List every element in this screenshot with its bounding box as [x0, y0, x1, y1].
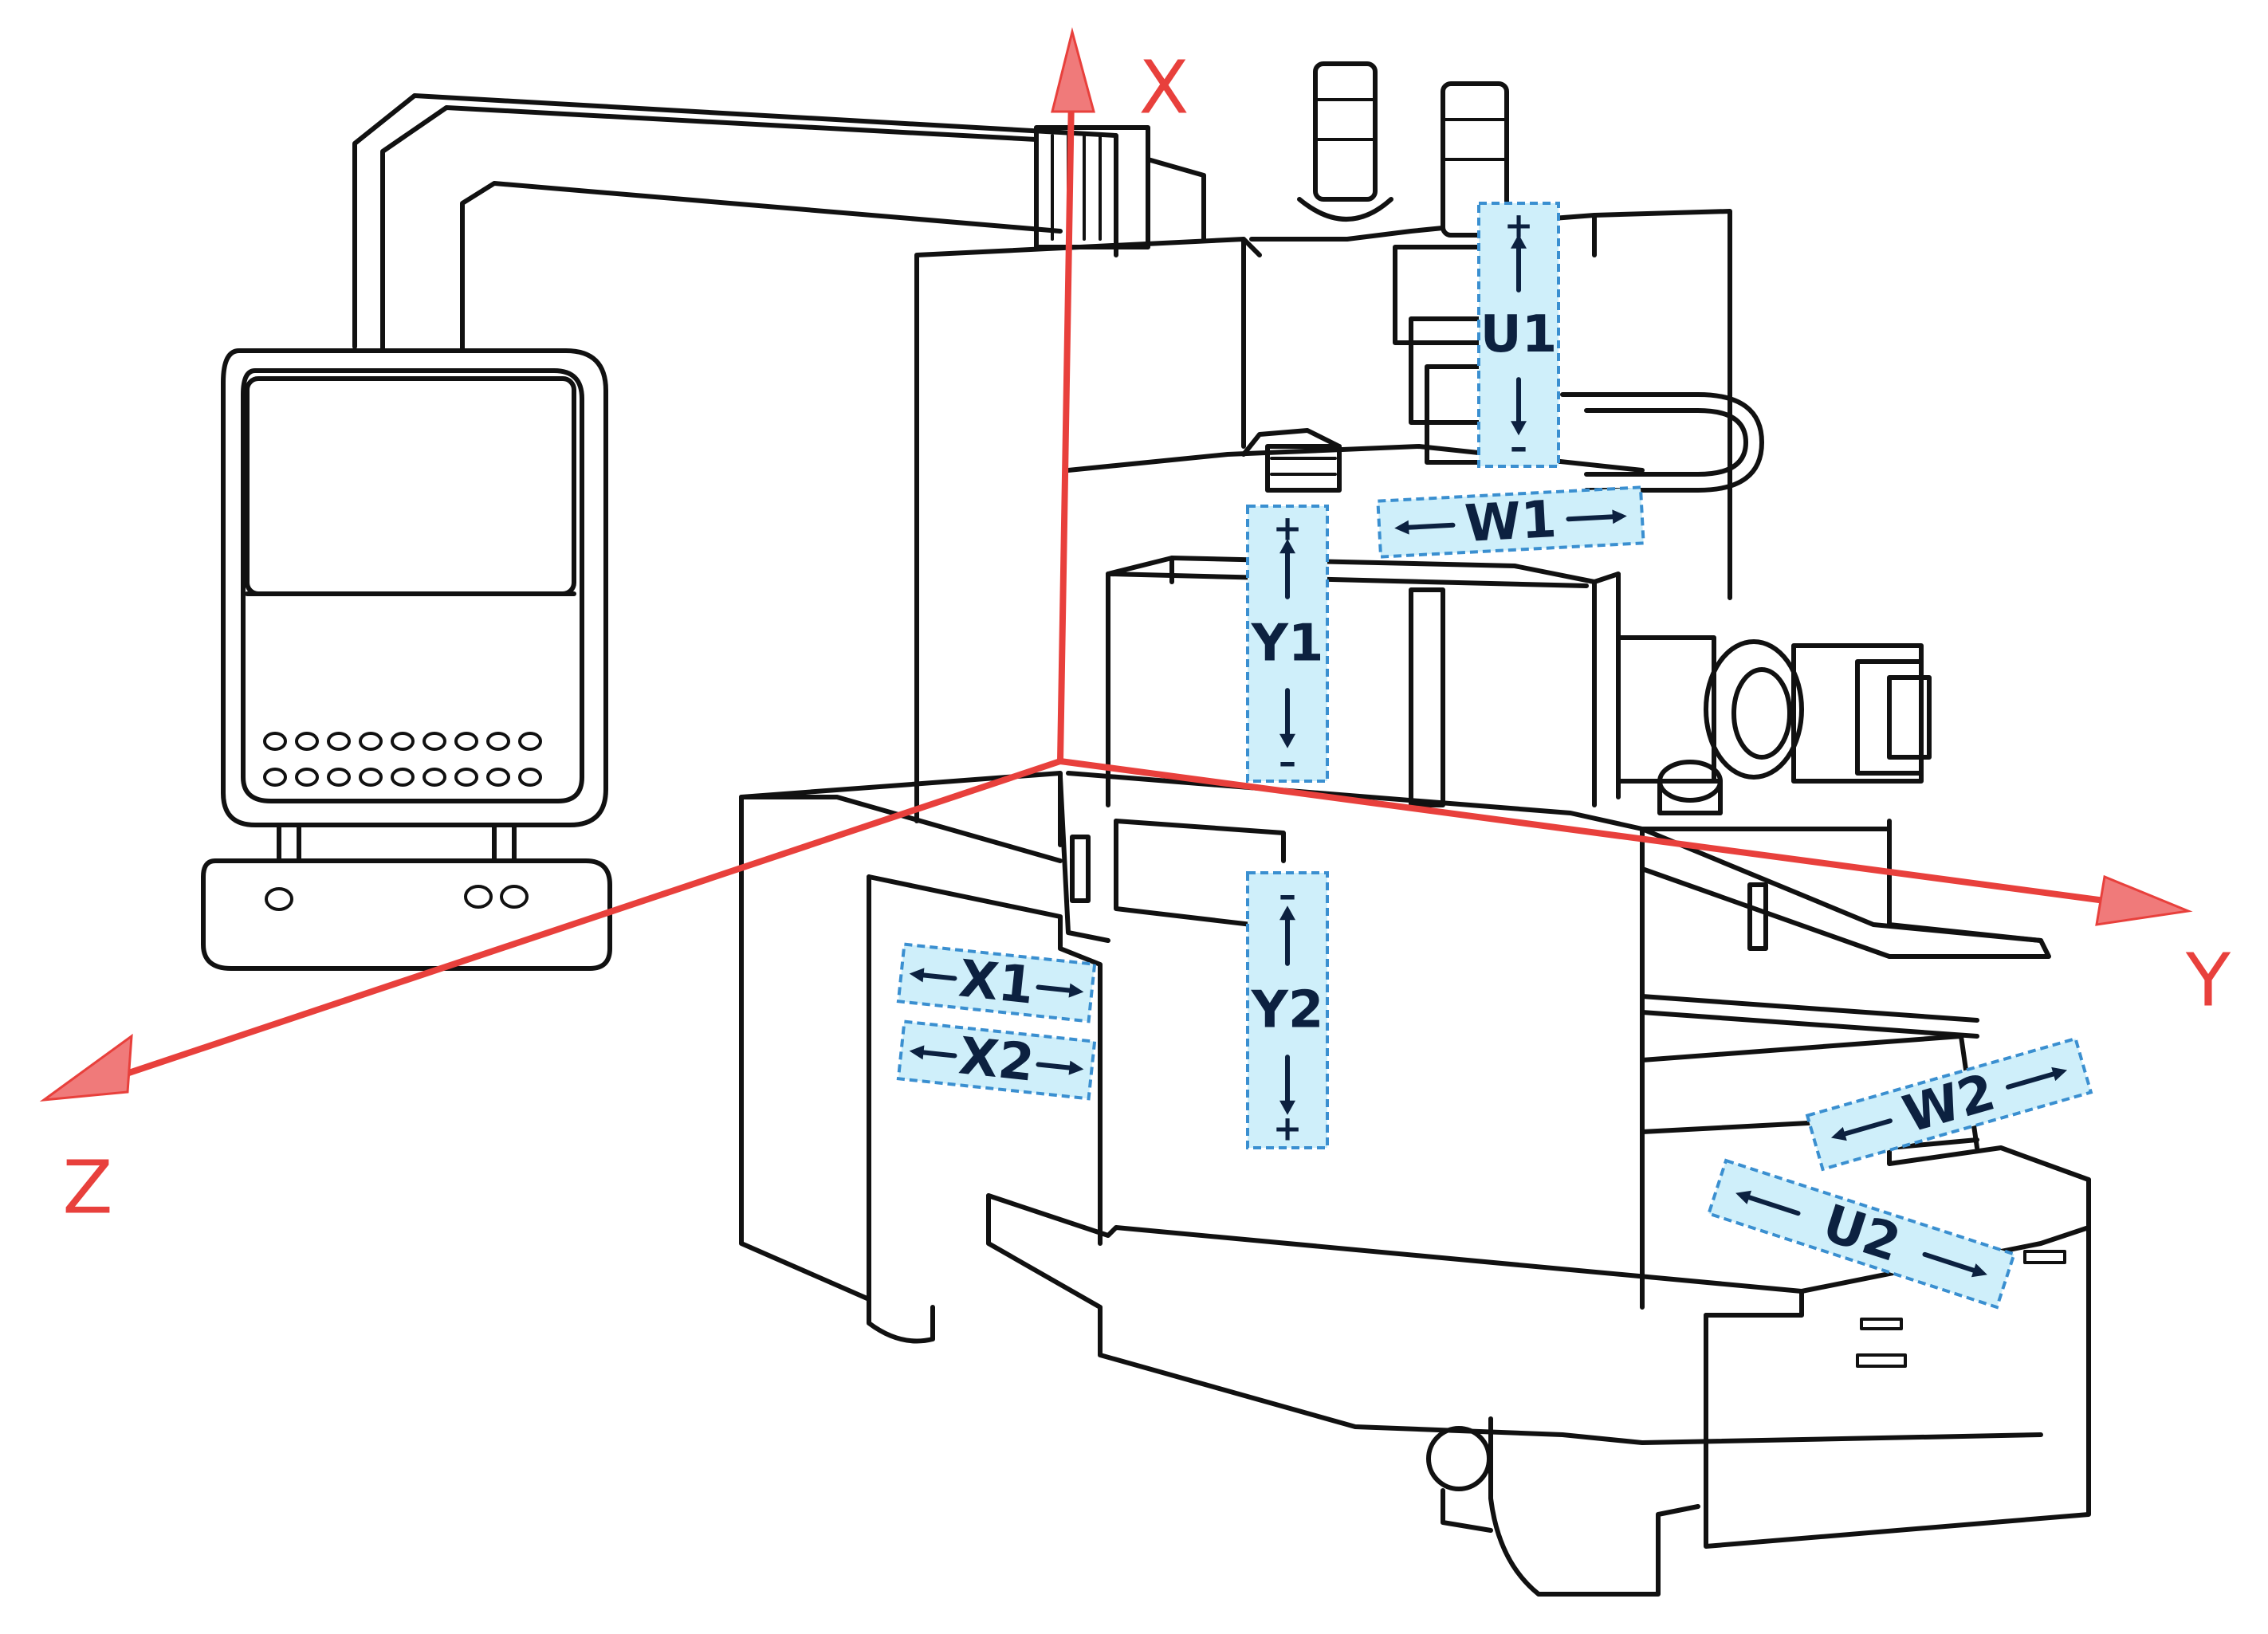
axis-x-arrowhead	[1051, 27, 1095, 113]
label-box	[896, 942, 1097, 1023]
coordinate-axes: X Y Z	[39, 27, 2231, 1231]
monitor-button	[295, 768, 319, 787]
monitor-button	[454, 732, 478, 751]
monitor-screen	[245, 376, 576, 596]
monitor-button	[423, 768, 446, 787]
monitor-button	[454, 768, 478, 787]
label-name: W1	[1464, 490, 1559, 554]
label-name: Y1	[1251, 615, 1324, 674]
label-sign-bottom: –	[1279, 742, 1296, 783]
axis-y-arrowhead	[2095, 874, 2193, 926]
monitor-button	[295, 732, 319, 751]
axis-y-label: Y	[2185, 938, 2231, 1023]
motion-label-y1: +Y1–	[1246, 505, 1329, 783]
monitor-button	[263, 768, 287, 787]
motion-label-w1: W1	[1376, 485, 1645, 559]
motion-label-w2: W2	[1805, 1036, 2093, 1172]
monitor-button	[391, 768, 415, 787]
motion-label-x2: X2	[896, 1019, 1097, 1101]
label-box	[1805, 1036, 2093, 1172]
monitor-button	[359, 768, 383, 787]
motion-label-u1: +U1–	[1477, 202, 1560, 468]
motion-label-y2: – Y2 +	[1246, 871, 1329, 1149]
monitor-button	[518, 732, 542, 751]
axis-x-label: X	[1138, 45, 1189, 131]
label-box	[1706, 1158, 2017, 1310]
label-name: W2	[1897, 1063, 2001, 1145]
monitor-button	[486, 732, 510, 751]
label-name: X1	[956, 949, 1036, 1015]
monitor-button	[327, 768, 351, 787]
axis-z-label: Z	[62, 1145, 112, 1231]
label-name: U1	[1480, 305, 1558, 364]
label-box	[1376, 485, 1645, 559]
monitor-button	[359, 732, 383, 751]
control-monitor	[201, 348, 612, 971]
axis-z-line	[69, 758, 1063, 1095]
monitor-button	[518, 768, 542, 787]
label-sign-top: –	[1279, 875, 1296, 916]
label-name: X2	[956, 1027, 1036, 1093]
monitor-button	[263, 732, 287, 751]
machine-body	[739, 61, 2091, 1597]
label-sign-bottom: –	[1510, 427, 1527, 468]
label-sign-bottom: +	[1273, 1109, 1303, 1149]
axis-y-line	[1057, 758, 2168, 912]
label-box	[896, 1019, 1097, 1101]
label-name: Y2	[1251, 981, 1324, 1040]
axis-x-line	[1057, 45, 1075, 764]
monitor-button	[423, 732, 446, 751]
motion-label-x1: X1	[896, 942, 1097, 1023]
monitor-button	[391, 732, 415, 751]
monitor-support-arm	[352, 93, 1206, 353]
monitor-button	[486, 768, 510, 787]
monitor-button	[327, 732, 351, 751]
axis-z-arrowhead	[39, 1033, 133, 1102]
monitor-buttons	[263, 732, 542, 787]
